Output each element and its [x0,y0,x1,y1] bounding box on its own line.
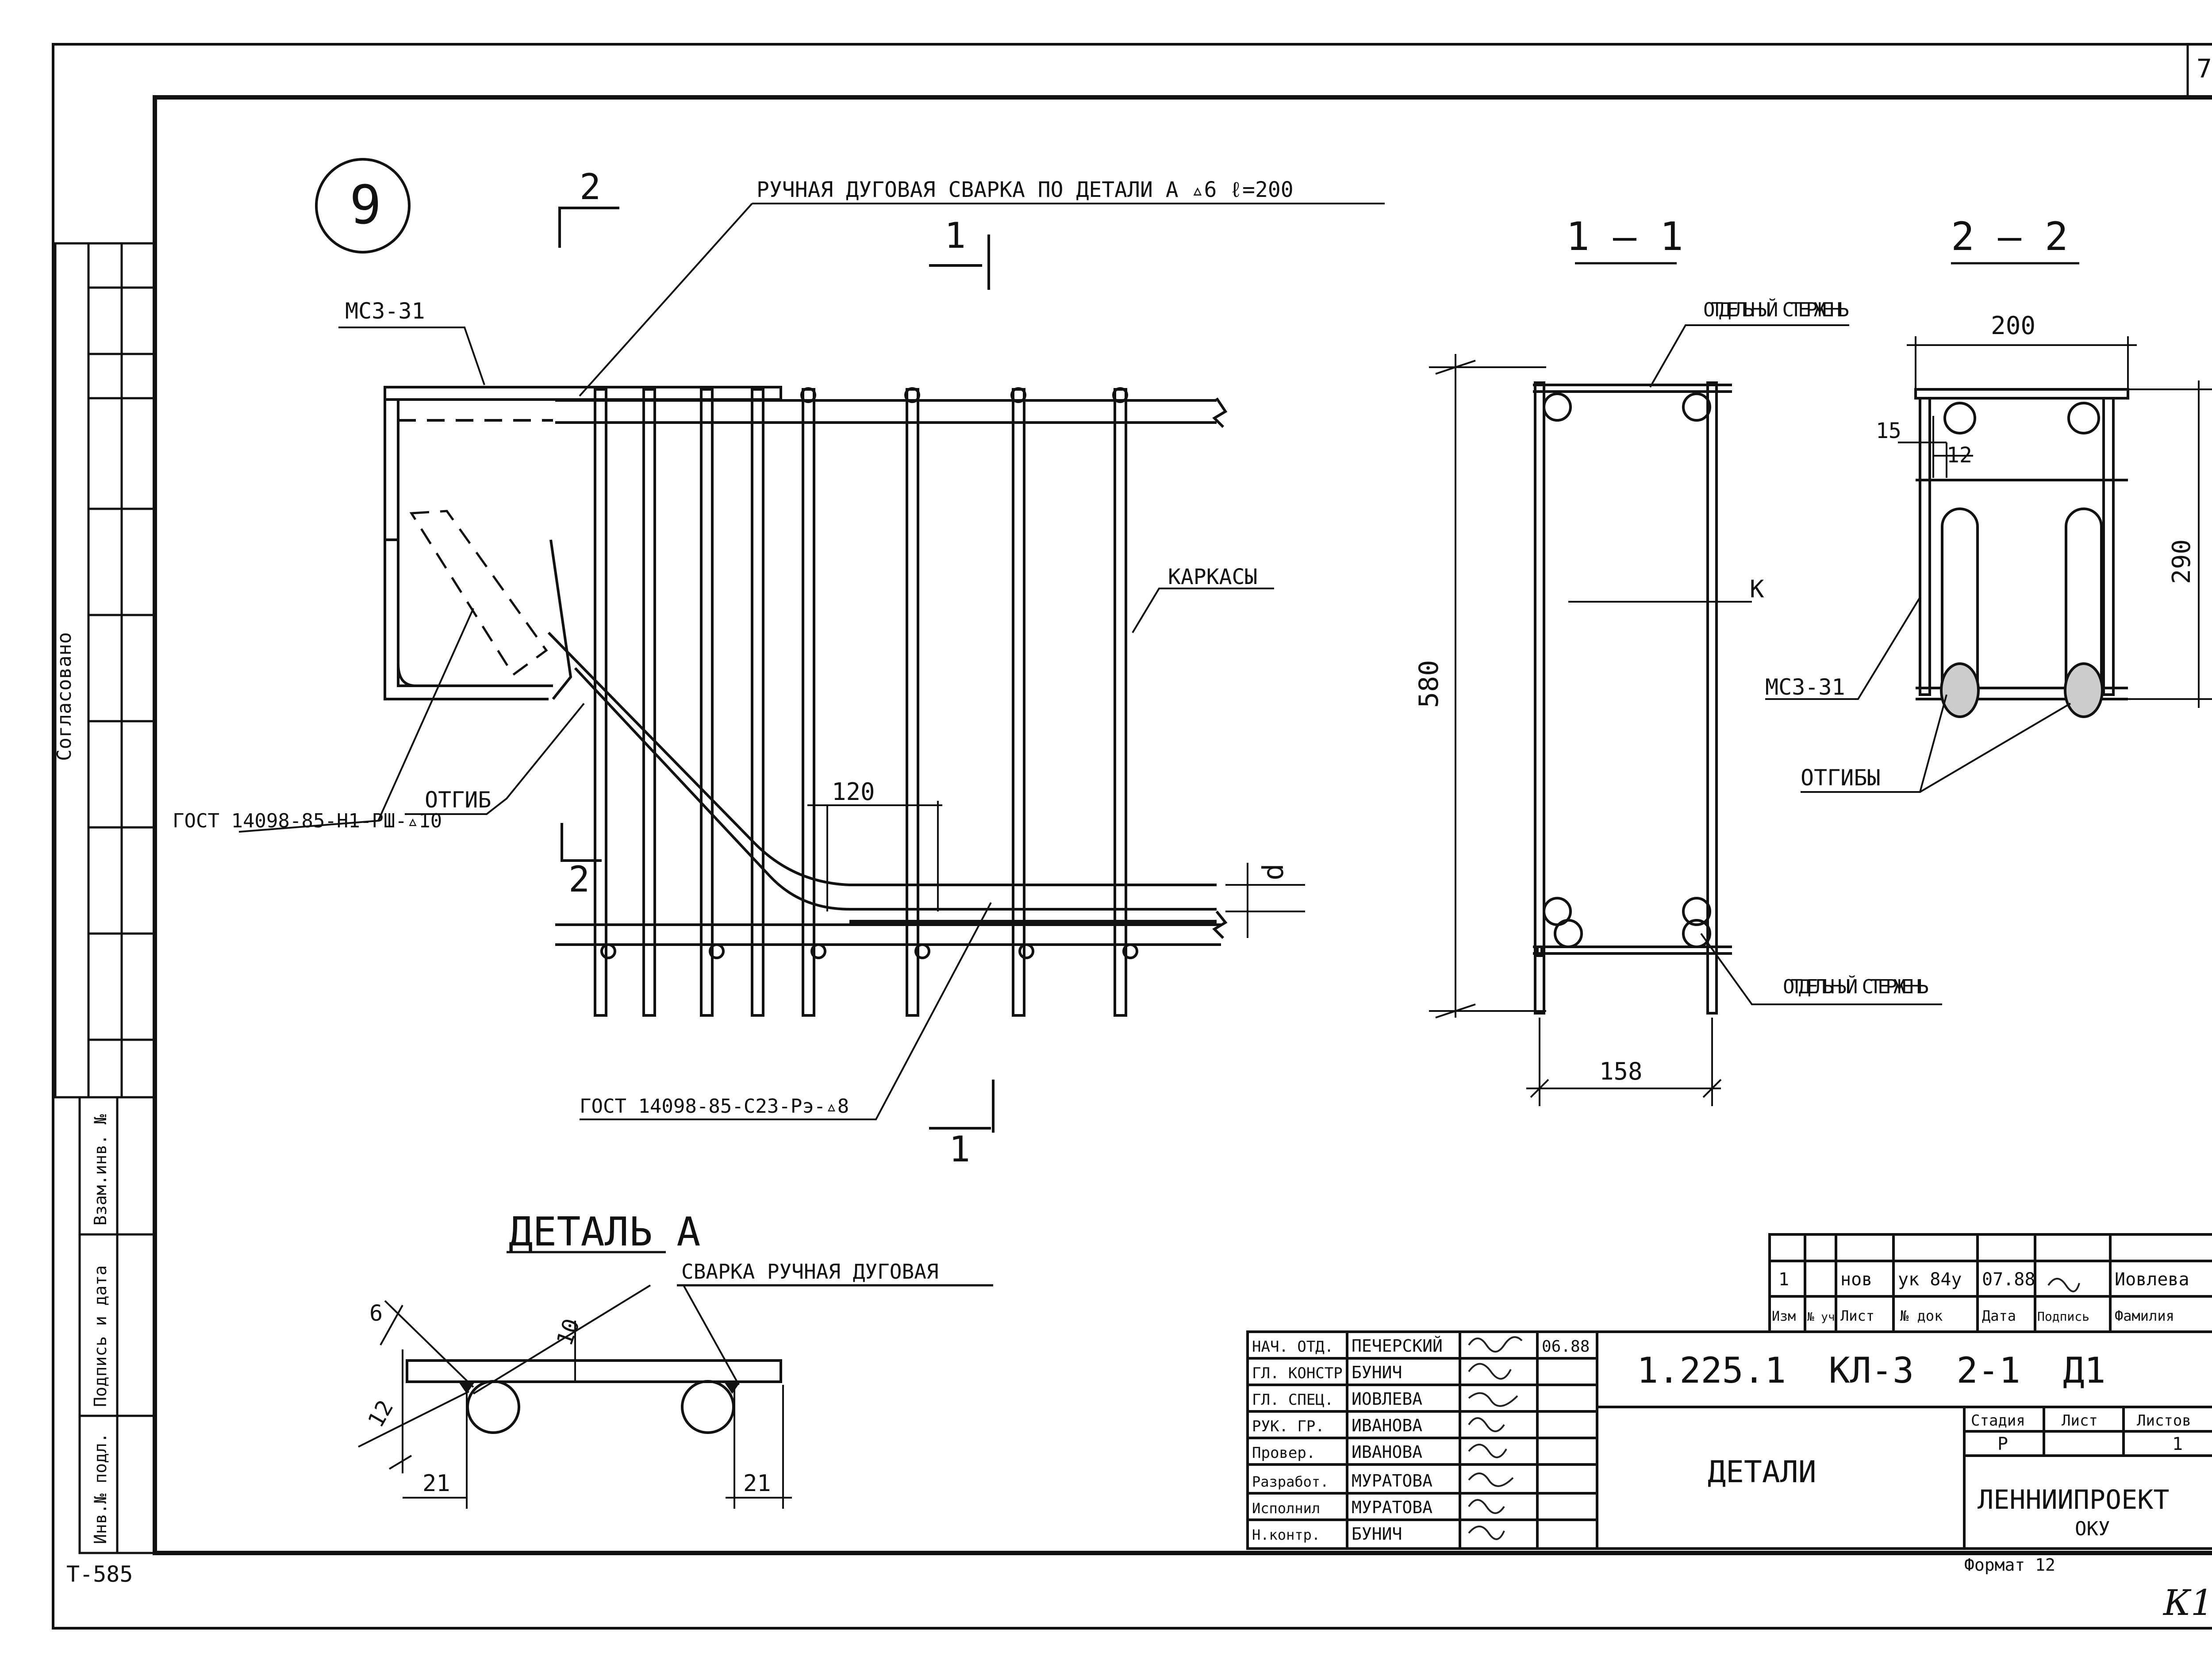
svg-text:№ уч: № уч [1807,1311,1835,1324]
signature-rows: НАЧ. ОТД. ПЕЧЕРСКИЙ 06.88 ГЛ. КОНСТР. БУ… [1252,1336,1590,1544]
stage-value: Р [1997,1434,2008,1454]
dim-12: 12 [1947,443,1972,468]
svg-text:ГЛ. СПЕЦ.: ГЛ. СПЕЦ. [1252,1391,1333,1409]
outer-frame [52,43,2212,1630]
svg-text:ИОВЛЕВА: ИОВЛЕВА [1352,1389,1422,1409]
detail-dim-6: 6 [369,1300,383,1326]
handwritten-signatures [1468,1278,2080,1540]
dim-15: 15 [1876,419,1901,443]
sheet-label: Лист [2062,1412,2098,1430]
plate-label: МС3-31 [345,298,425,324]
plate-label-2-2: МС3-31 [1765,674,1845,700]
drawing-name: ДЕТАЛИ [1708,1455,1816,1490]
vertical-frames [594,387,1138,1017]
detail-a-view [358,1251,993,1509]
svg-text:ИВАНОВА: ИВАНОВА [1352,1442,1422,1462]
sheets-value: 1 [2172,1434,2183,1454]
section-1-1-view [1429,262,1942,1106]
svg-text:№ док: № док [1900,1307,1943,1324]
svg-text:нов: нов [1840,1269,1872,1290]
node-circle [315,158,411,254]
detail-dim-21-left: 21 [422,1470,450,1497]
bottom-right-mark: К1 [2162,1582,2212,1623]
bend-label: ОТГИБ [425,787,492,813]
side-strip [54,242,156,1554]
svg-text:Провер.: Провер. [1252,1444,1315,1462]
dim-580: 580 [1413,660,1444,708]
svg-text:ук 84у: ук 84у [1898,1269,1962,1290]
side-inv-orig: Инв.№ подл. [91,1433,110,1544]
section-2-bottom: 2 [568,859,590,900]
weld-note: РУЧНАЯ ДУГОВАЯ СВАРКА ПО ДЕТАЛИ А ▵6 ℓ=2… [757,177,1294,202]
svg-text:МУРАТОВА: МУРАТОВА [1352,1498,1432,1517]
svg-text:07.88: 07.88 [1982,1269,2035,1290]
svg-text:Иовлева: Иовлева [2115,1269,2189,1290]
k-label: К [1750,575,1764,603]
svg-text:Лист: Лист [1840,1307,1874,1324]
main-view [238,158,1385,1133]
side-swap-inv: Взам.инв. № [91,1114,110,1226]
section-2-2-title: 2 — 2 [1951,214,2068,259]
page-number: 70 [2197,54,2212,84]
organization-sub: ОКУ [2075,1518,2110,1540]
rod-bottom-label: ОТДЕЛЬНЫЙ СТЕРЖЕНЬ [1783,975,1929,998]
frames-label: КАРКАСЫ [1168,565,1257,589]
rod-top-label: ОТДЕЛЬНЫЙ СТЕРЖЕНЬ [1703,298,1849,321]
side-sign-date: Подпись и дата [91,1265,110,1407]
bottom-left-code: Т-585 [66,1561,133,1587]
detail-dim-21-right: 21 [743,1470,771,1497]
title-block [1246,1233,2212,1550]
detail-a-weld: СВАРКА РУЧНАЯ ДУГОВАЯ [681,1260,939,1284]
section-2-top: 2 [580,166,601,208]
svg-text:НАЧ. ОТД.: НАЧ. ОТД. [1252,1338,1333,1356]
revision-row: 1 нов ук 84у 07.88 Иовлева Изм № уч Лист… [1772,1269,2189,1324]
svg-text:Исполнил: Исполнил [1252,1500,1320,1517]
gost-h1: ГОСТ 14098-85-Н1-РШ-▵10 [173,810,442,832]
svg-text:ПЕЧЕРСКИЙ: ПЕЧЕРСКИЙ [1352,1336,1443,1356]
inner-frame [153,95,2212,1555]
section-1-1-title: 1 — 1 [1566,214,1683,259]
organization: ЛЕННИИПРОЕКТ [1978,1484,2169,1515]
dim-290: 290 [2167,539,2196,584]
svg-text:РУК. ГР.: РУК. ГР. [1252,1418,1325,1435]
svg-text:ИВАНОВА: ИВАНОВА [1352,1416,1422,1435]
svg-text:Разработ.: Разработ. [1252,1473,1329,1490]
svg-text:Н.контр.: Н.контр. [1252,1526,1320,1543]
dim-120: 120 [832,778,875,806]
stage-label: Стадия [1971,1412,2025,1430]
format-label: Формат 12 [1964,1555,2055,1575]
detail-dim-12: 12 [363,1396,398,1432]
svg-text:БУНИЧ: БУНИЧ [1352,1524,1402,1544]
dim-158: 158 [1599,1057,1643,1085]
svg-text:ГЛ. КОНСТР.: ГЛ. КОНСТР. [1252,1365,1352,1382]
svg-text:Изм: Изм [1772,1309,1796,1324]
svg-text:Фамилия: Фамилия [2115,1307,2174,1324]
node-number: 9 [349,175,381,236]
drawing-code: 1.225.1 КЛ-3 2-1 Д1 [1637,1350,2106,1391]
svg-text:Дата: Дата [1982,1307,2016,1324]
svg-text:Подпись: Подпись [2037,1309,2089,1324]
dim-d: d [1257,863,1290,880]
sheets-label: Листов [2137,1412,2191,1430]
detail-dim-10: 10 [552,1315,585,1349]
svg-text:БУНИЧ: БУНИЧ [1352,1363,1402,1382]
bends-label: ОТГИБЫ [1801,765,1881,791]
dim-200: 200 [1991,311,2035,340]
section-1-top: 1 [945,215,966,256]
section-2-2-view [1765,262,2212,793]
svg-text:МУРАТОВА: МУРАТОВА [1352,1471,1432,1491]
gost-c23: ГОСТ 14098-85-С23-Рэ-▵8 [580,1095,849,1118]
svg-text:1: 1 [1778,1269,1789,1290]
svg-text:06.88: 06.88 [1542,1338,1590,1356]
detail-a-title: ДЕТАЛЬ А [509,1209,700,1255]
side-agreed: Согласовано [53,632,76,761]
section-1-bottom: 1 [949,1129,970,1170]
